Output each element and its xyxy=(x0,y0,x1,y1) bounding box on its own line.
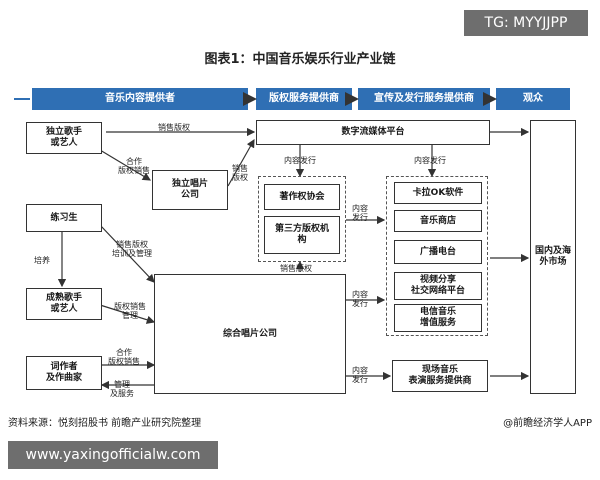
radio-station-box: 广播电台 xyxy=(394,240,482,264)
lyricist-composer-box: 词作者 及作曲家 xyxy=(26,356,102,390)
label-mgmt-service: 管理 及服务 xyxy=(110,380,134,398)
source-note: 资料来源：悦刻招股书 前瞻产业研究院整理 xyxy=(8,418,202,429)
label-training: 培养 xyxy=(34,256,50,265)
live-performance-box: 现场音乐 表演服务提供商 xyxy=(392,360,488,392)
label-content-release-1: 内容发行 xyxy=(284,156,316,165)
indie-artist-box: 独立歌手 或艺人 xyxy=(26,122,102,154)
stage-promotion-distribution: 宣传及发行服务提供商 xyxy=(358,88,490,110)
stage-content-providers: 音乐内容提供者 xyxy=(32,88,248,110)
music-store-box: 音乐商店 xyxy=(394,210,482,232)
label-sell-rights-indie: 销售 版权 xyxy=(232,164,248,182)
label-sell-rights-mid: 销售版权 xyxy=(280,264,312,273)
label-coop-sell: 合作 版权销售 xyxy=(118,157,150,175)
distribution-platforms-group xyxy=(386,176,488,336)
telecom-value-added-box: 电信音乐 增值服务 xyxy=(394,304,482,332)
label-sell-rights-training: 销售版权 培训及管理 xyxy=(112,240,152,258)
label-content-release-4: 内容 发行 xyxy=(352,366,368,384)
stage-copyright-services: 版权服务提供商 xyxy=(256,88,352,110)
credit-note: @前瞻经济学人APP xyxy=(503,418,592,429)
url-watermark-badge: www.yaxingofficialw.com xyxy=(8,441,218,469)
karaoke-app-box: 卡拉OK软件 xyxy=(394,182,482,204)
label-sell-rights-top: 销售版权 xyxy=(158,123,190,132)
diagram-title: 图表1：中国音乐娱乐行业产业链 xyxy=(204,52,396,67)
streaming-platform-box: 数字流媒体平台 xyxy=(256,120,490,145)
mature-artist-box: 成熟歌手 或艺人 xyxy=(26,288,102,320)
copyright-services-group xyxy=(258,176,346,262)
trainee-box: 练习生 xyxy=(26,204,102,232)
stage-audience: 观众 xyxy=(496,88,570,110)
video-social-platform-box: 视频分享 社交网络平台 xyxy=(394,272,482,300)
tg-watermark-badge: TG: MYYJJPP xyxy=(464,10,588,36)
third-party-agency-box: 第三方版权机 构 xyxy=(264,216,340,254)
label-sell-rights-mgmt: 版权销售 管理 xyxy=(114,302,146,320)
label-content-release-left: 内容 发行 xyxy=(352,204,368,222)
integrated-label-box: 综合唱片公司 xyxy=(154,274,346,394)
domestic-overseas-market-box: 国内及海 外市场 xyxy=(530,120,576,394)
label-content-release-2: 内容发行 xyxy=(414,156,446,165)
label-coop-sell-lyric: 合作 版权销售 xyxy=(108,348,140,366)
indie-label-box: 独立唱片 公司 xyxy=(152,170,228,210)
copyright-association-box: 著作权协会 xyxy=(264,184,340,210)
label-content-release-3: 内容 发行 xyxy=(352,290,368,308)
